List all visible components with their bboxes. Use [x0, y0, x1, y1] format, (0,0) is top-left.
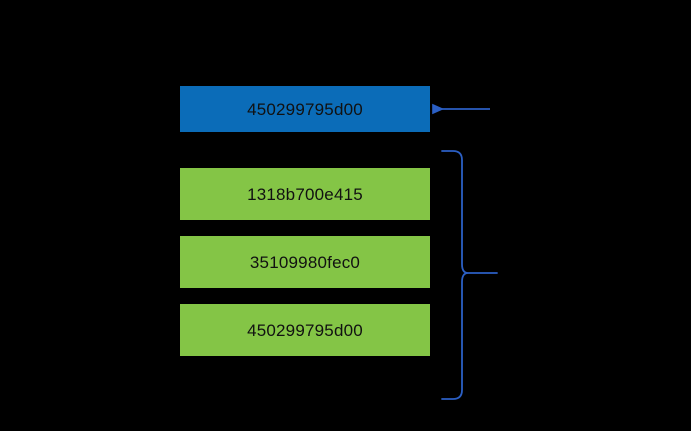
node-label: 1318b700e415 — [247, 184, 363, 204]
node-label: 450299795d00 — [247, 320, 363, 340]
node-box[interactable]: 35109980fec0 — [180, 236, 430, 288]
highlight-node-label: 450299795d00 — [247, 99, 363, 119]
node-label: 35109980fec0 — [249, 252, 361, 272]
node-box[interactable]: 450299795d00 — [180, 304, 430, 356]
group-brace-icon — [441, 150, 498, 400]
node-box[interactable]: 1318b700e415 — [180, 168, 430, 220]
highlight-node-box[interactable]: 450299795d00 — [180, 86, 430, 132]
